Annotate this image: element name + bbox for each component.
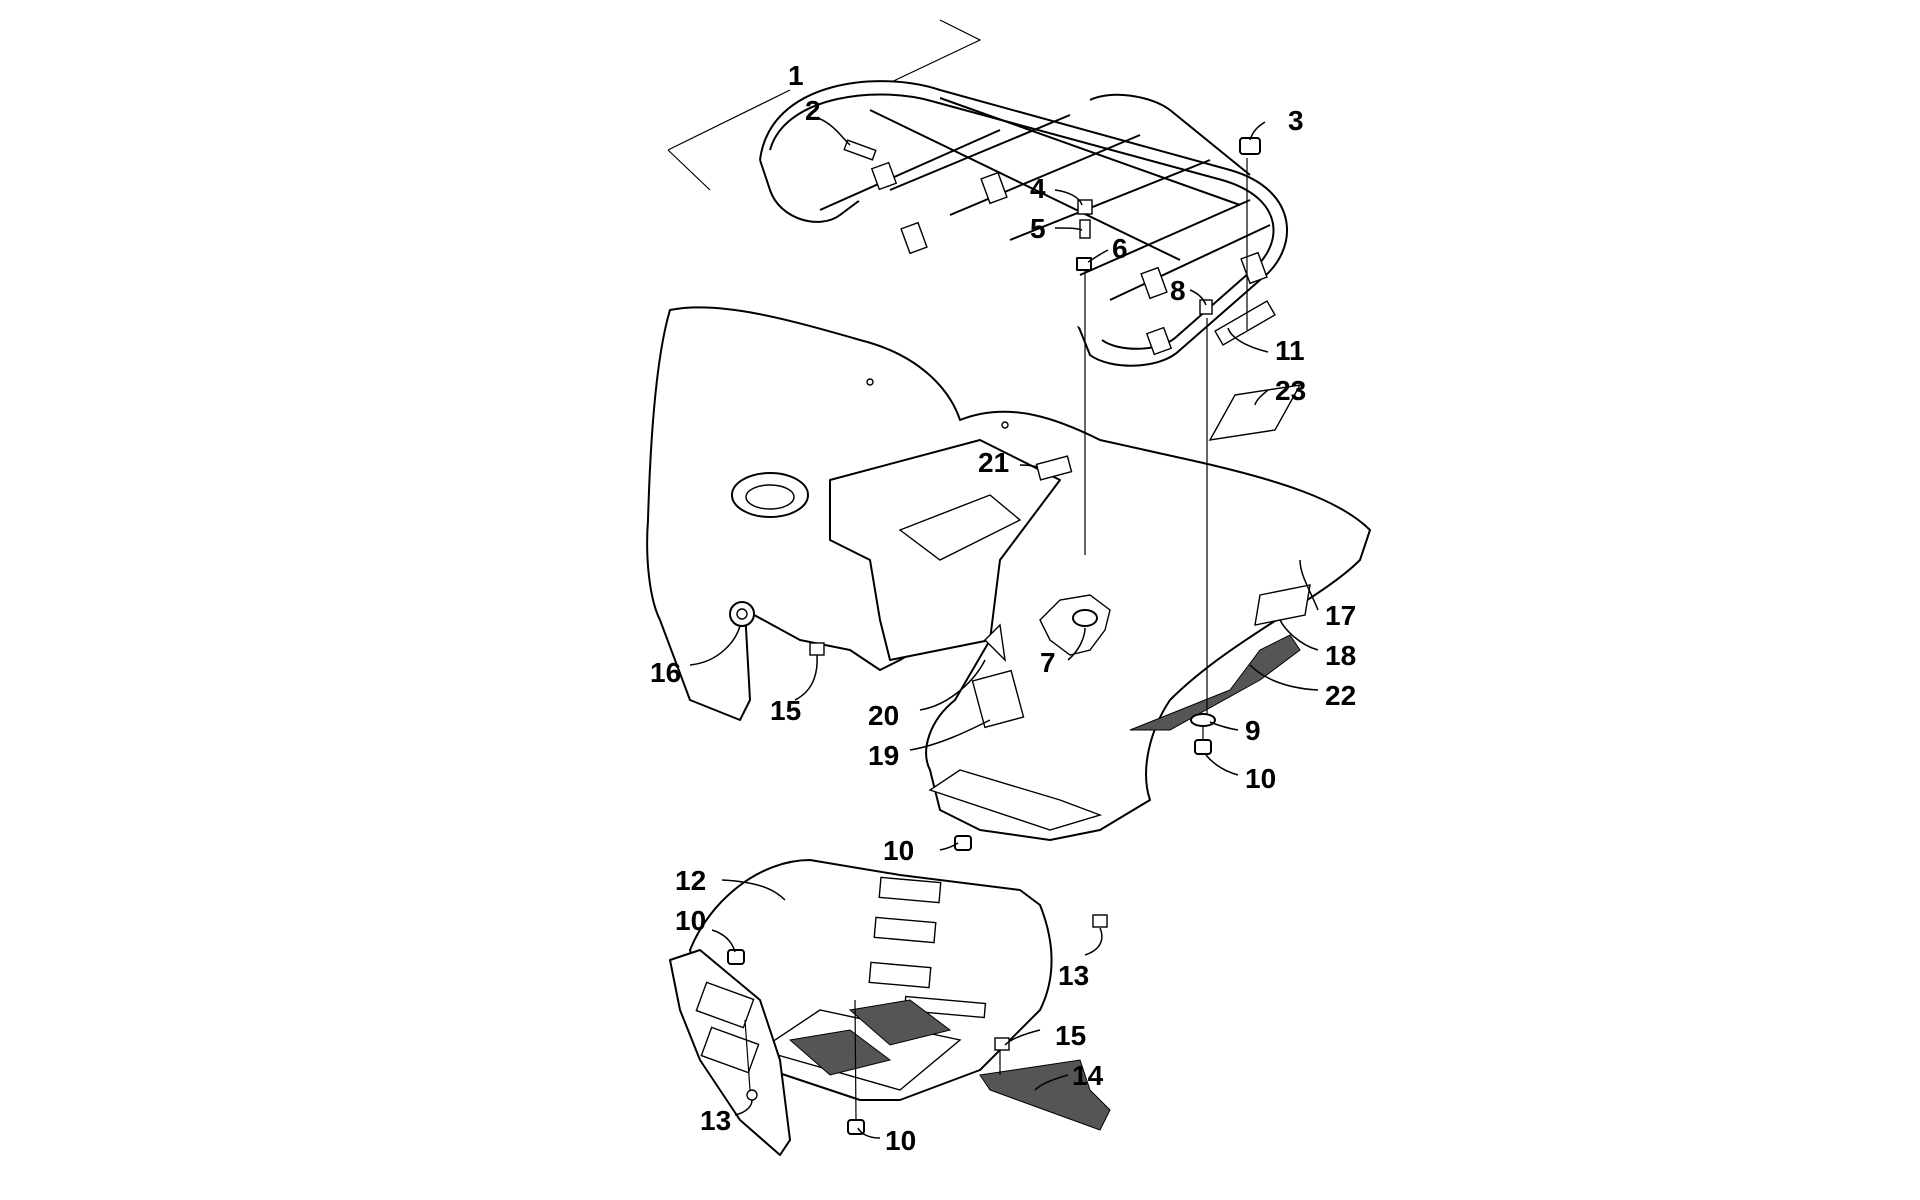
callout-23: 23 xyxy=(1275,375,1306,406)
footwell xyxy=(669,859,1053,1156)
rear-fender xyxy=(646,306,1371,841)
step-plate xyxy=(979,1059,1111,1131)
callout-10c: 10 xyxy=(675,905,706,936)
rear-rack xyxy=(759,80,1302,441)
callouts: 1 2 3 4 5 6 7 8 9 10 10 10 10 11 12 13 1… xyxy=(650,60,1356,1156)
callout-3: 3 xyxy=(1288,105,1304,136)
callout-15b: 15 xyxy=(1055,1020,1086,1051)
callout-13b: 13 xyxy=(700,1105,731,1136)
callout-6: 6 xyxy=(1112,233,1128,264)
callout-10b: 10 xyxy=(883,835,914,866)
callout-10a: 10 xyxy=(1245,763,1276,794)
assembly-axes xyxy=(744,158,1248,1121)
callout-20: 20 xyxy=(868,700,899,731)
callout-18: 18 xyxy=(1325,640,1356,671)
callout-16: 16 xyxy=(650,657,681,688)
callout-21: 21 xyxy=(978,447,1009,478)
callout-15a: 15 xyxy=(770,695,801,726)
callout-10d: 10 xyxy=(885,1125,916,1156)
callout-7: 7 xyxy=(1040,647,1056,678)
leader-lines xyxy=(689,117,1319,1139)
callout-5: 5 xyxy=(1030,213,1046,244)
callout-11: 11 xyxy=(1275,335,1305,366)
callout-14: 14 xyxy=(1072,1060,1104,1091)
callout-2: 2 xyxy=(805,95,821,126)
callout-17: 17 xyxy=(1325,600,1356,631)
callout-8: 8 xyxy=(1170,275,1186,306)
callout-9: 9 xyxy=(1245,715,1261,746)
callout-1: 1 xyxy=(788,60,804,91)
callout-12: 12 xyxy=(675,865,706,896)
callout-22: 22 xyxy=(1325,680,1356,711)
callout-19: 19 xyxy=(868,740,899,771)
callout-4: 4 xyxy=(1030,173,1046,204)
callout-13a: 13 xyxy=(1058,960,1089,991)
